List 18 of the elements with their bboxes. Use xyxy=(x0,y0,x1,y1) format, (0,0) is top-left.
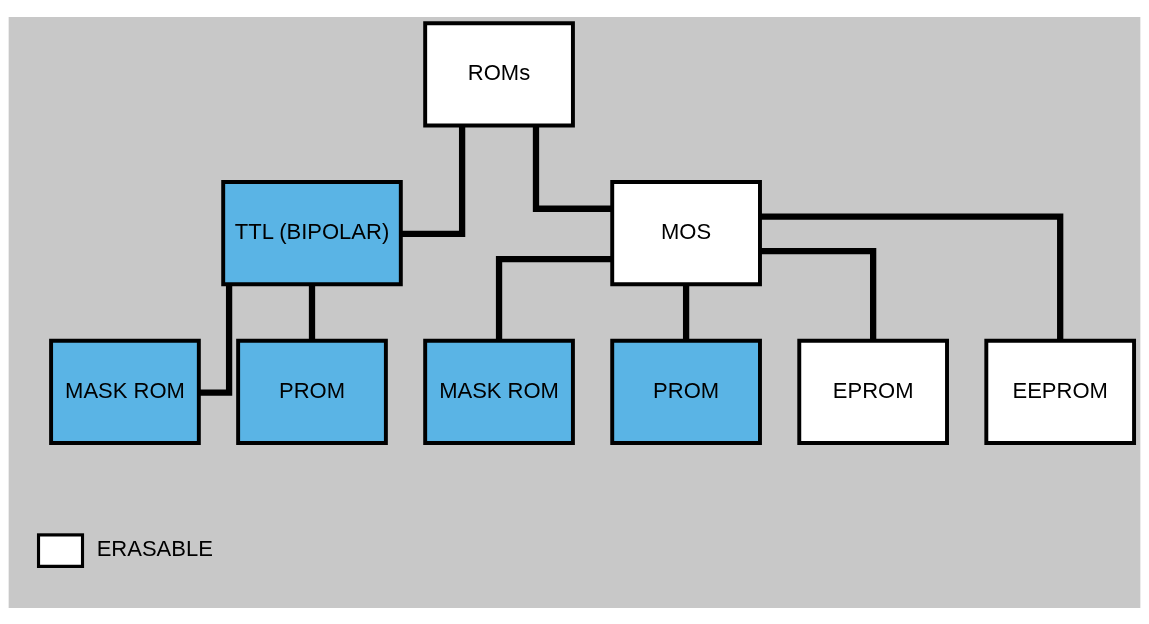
node-box: MASK ROM xyxy=(49,338,201,445)
node-box: PROM xyxy=(610,338,762,445)
connector xyxy=(760,247,877,341)
node-box: MOS xyxy=(610,179,762,286)
node-box: EEPROM xyxy=(984,338,1137,445)
node-box: MASK ROM xyxy=(423,338,575,445)
legend-label: ERASABLE xyxy=(96,535,213,561)
connector xyxy=(495,255,613,340)
connector xyxy=(682,283,690,340)
connector xyxy=(401,125,466,237)
node-box: TTL (BIPOLAR) xyxy=(221,179,403,286)
node-box: ROMs xyxy=(423,20,575,127)
connector xyxy=(532,125,612,212)
connector xyxy=(760,212,1064,341)
node-box: EPROM xyxy=(797,338,949,445)
node-box: PROM xyxy=(236,338,388,445)
connector xyxy=(308,283,316,340)
connector xyxy=(199,283,233,396)
